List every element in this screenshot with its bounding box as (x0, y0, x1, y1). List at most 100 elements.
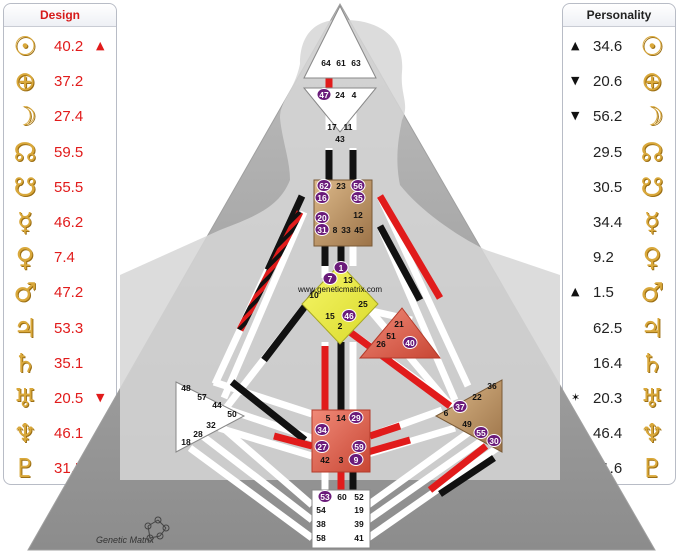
gate-label: 45 (354, 225, 364, 235)
gate-label: 17 (327, 122, 337, 132)
personality-value: 56.2 (593, 108, 623, 126)
earth-icon: ⊕ (14, 67, 36, 98)
personality-row-saturn: ♄16.4 (563, 347, 675, 381)
saturn-icon: ♄ (13, 348, 37, 379)
design-value: 35.1 (54, 354, 84, 372)
personality-row-moon: ☽56.2▼ (563, 100, 675, 134)
gate-label: 54 (316, 505, 326, 515)
gate-marker (473, 426, 489, 439)
gate-label: 20 (317, 213, 327, 223)
g-center (301, 263, 379, 345)
gate-label: 9 (354, 455, 359, 465)
gate-label: 50 (227, 409, 237, 419)
gate-marker (452, 400, 468, 413)
design-value: 59.5 (54, 143, 84, 161)
design-title: Design (4, 4, 116, 27)
mercury-icon: ☿ (17, 208, 33, 238)
gate-label: 59 (354, 442, 364, 452)
gate-label: 26 (376, 339, 386, 349)
gate-label: 19 (354, 505, 364, 515)
gate-label: 29 (351, 413, 361, 423)
gate-label: 30 (489, 436, 499, 446)
design-value: 40.2 (54, 38, 84, 55)
personality-row-venus: ♀ 9.2 (563, 241, 675, 275)
gate-marker (341, 309, 357, 322)
watermark: www.geneticmatrix.com (297, 285, 382, 294)
design-row-uranus: ♅20.5▼ (4, 382, 116, 416)
design-row-mars: ♂47.2 (4, 276, 116, 310)
personality-value: 9.2 (593, 249, 614, 267)
gate-label: 32 (206, 420, 216, 430)
gate-marker (314, 440, 330, 453)
gate-label: 43 (335, 134, 345, 144)
personality-arrow-icon: ▼ (571, 74, 580, 88)
gate-label: 42 (320, 455, 330, 465)
design-row-saturn: ♄ 35.1 (4, 347, 116, 381)
gate-label: 61 (336, 58, 346, 68)
personality-value: 62.5 (593, 319, 623, 337)
jupiter-icon: ♃ (13, 313, 37, 344)
personality-value: 34.4 (593, 214, 623, 231)
personality-value: 16.4 (593, 354, 623, 372)
gate-label: 16 (317, 193, 327, 203)
gate-label: 11 (344, 122, 353, 132)
north-node-icon: ☊ (13, 137, 37, 168)
gate-label: 28 (193, 429, 203, 439)
design-value: 20.5 (54, 390, 84, 407)
gate-label: 13 (343, 275, 353, 285)
south-node-icon: ☋ (13, 172, 37, 203)
personality-row-north-node: ☊29.5 (563, 136, 675, 170)
personality-row-neptune: ♆ 46.4 (563, 417, 675, 451)
gate-marker (314, 223, 330, 236)
personality-row-uranus: ♅20.3✶ (563, 382, 675, 416)
design-row-jupiter: ♃53.3 (4, 312, 116, 346)
gate-label: 44 (212, 400, 222, 410)
pluto-icon: ♇ (13, 454, 37, 485)
gate-label: 1 (339, 263, 344, 273)
personality-row-mercury: ☿34.4 (563, 206, 675, 240)
gate-label: 39 (354, 519, 364, 529)
design-row-earth: ⊕37.2 (4, 65, 116, 99)
gate-marker (402, 336, 418, 349)
mars-icon: ♂ (13, 278, 37, 309)
personality-title: Personality (563, 4, 675, 27)
gate-label: 46 (344, 311, 354, 321)
gate-label: 31 (317, 225, 327, 235)
moon-icon: ☽ (640, 102, 664, 133)
venus-icon: ♀ (15, 243, 35, 274)
gate-label: 57 (197, 392, 207, 402)
gate-label: 60 (337, 492, 347, 502)
gate-marker (314, 191, 330, 204)
gate-label: 10 (309, 290, 319, 300)
design-value: 46.1 (54, 425, 84, 443)
gate-label: 21 (394, 319, 404, 329)
gate-label: 5 (326, 413, 331, 423)
gate-label: 6 (444, 408, 449, 418)
design-row-mercury: ☿46.2 (4, 206, 116, 240)
gate-label: 40 (405, 338, 415, 348)
neptune-icon: ♆ (640, 419, 664, 450)
uranus-icon: ♅ (13, 384, 37, 414)
design-value: 7.4 (54, 249, 75, 267)
venus-icon: ♀ (642, 243, 662, 274)
personality-value: 34.6 (593, 38, 623, 55)
gate-marker (486, 434, 502, 447)
gate-label: 38 (316, 519, 326, 529)
gate-label: 3 (339, 455, 344, 465)
personality-value: 46.4 (593, 425, 623, 443)
personality-value: 20.3 (593, 390, 623, 407)
gate-label: 33 (341, 225, 351, 235)
gate-label: 56 (353, 181, 363, 191)
mars-icon: ♂ (640, 278, 664, 309)
gate-label: 48 (181, 383, 191, 393)
earth-icon: ⊕ (641, 67, 663, 98)
gate-label: 51 (386, 331, 396, 341)
gate-label: 64 (321, 58, 331, 68)
design-row-neptune: ♆46.1▲ (4, 417, 116, 451)
gate-label: 23 (336, 181, 346, 191)
personality-row-jupiter: ♃62.5 (563, 312, 675, 346)
gate-marker (316, 88, 332, 101)
logo-icon (144, 516, 170, 542)
personality-row-south-node: ☋30.5 (563, 171, 675, 205)
